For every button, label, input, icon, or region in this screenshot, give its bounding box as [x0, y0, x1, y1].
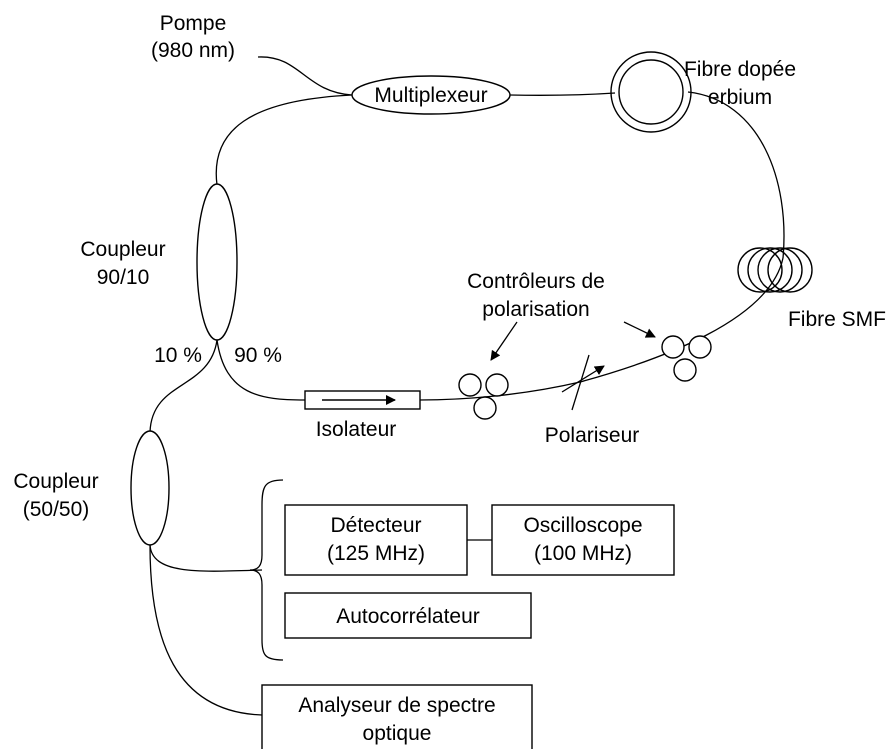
- detector-bandwidth-label: (125 MHz): [327, 542, 425, 565]
- erbium-fiber-label: Fibre dopée: [684, 58, 796, 81]
- detector-label: Détecteur: [330, 514, 421, 537]
- smf-fiber-label: Fibre SMF: [788, 308, 886, 331]
- coupler-90-10-label: Coupleur: [80, 238, 165, 261]
- autocorrelator-label: Autocorrélateur: [336, 605, 480, 628]
- controller-arrow-right: [623, 321, 656, 338]
- oscilloscope-label: Oscilloscope: [523, 514, 642, 537]
- ring-fiber-isolator-coupler: [216, 339, 306, 401]
- erbium-fiber-coil: [610, 51, 692, 133]
- coupler-90-10: [196, 183, 238, 341]
- fiber-to-spectrum-analyzer: [149, 544, 263, 716]
- fiber-to-instruments: [149, 544, 263, 572]
- multiplexer-label: Multiplexeur: [374, 84, 487, 107]
- oscilloscope-box: [491, 504, 675, 576]
- controller-arrow-left: [490, 321, 518, 361]
- smf-fiber-spool: [737, 247, 813, 293]
- pump-label: Pompe: [160, 12, 227, 35]
- spectrum-analyzer-label: Analyseur de spectre: [298, 694, 495, 717]
- polarizer: [561, 354, 605, 411]
- coupler-50-50: [130, 430, 170, 546]
- isolator: [304, 390, 421, 410]
- pump-fiber: [257, 56, 353, 96]
- isolator-label: Isolateur: [316, 418, 397, 441]
- detector-box: [284, 504, 468, 576]
- ring-fiber-erbium-smf: [687, 91, 785, 259]
- erbium-fiber-label-2: erbium: [708, 86, 772, 109]
- polarization-controller-2: [661, 335, 712, 382]
- autocorrelator-box: [284, 592, 532, 639]
- polarization-controller-1: [458, 373, 509, 420]
- ring-fiber-mux-coupler: [215, 94, 353, 186]
- fiber-lines: [149, 56, 785, 716]
- coupler-90-10-ratio-label: 90/10: [97, 266, 150, 289]
- instruments-bracket: [249, 479, 284, 661]
- ring-fiber-mux-erbium: [509, 92, 616, 96]
- multiplexer: [351, 75, 511, 115]
- spectrum-analyzer-label-2: optique: [363, 722, 432, 745]
- port-90-label: 90 %: [234, 344, 282, 367]
- pump-wavelength-label: (980 nm): [151, 39, 235, 62]
- oscilloscope-bandwidth-label: (100 MHz): [534, 542, 632, 565]
- polarizer-label: Polariseur: [545, 424, 640, 447]
- output-fiber-10pct: [149, 339, 218, 433]
- spectrum-analyzer-box: [261, 684, 533, 749]
- polarization-controllers-label: Contrôleurs de: [467, 270, 605, 293]
- ring-fiber-smf-isolator: [419, 257, 784, 401]
- port-10-label: 10 %: [154, 344, 202, 367]
- coupler-50-50-ratio-label: (50/50): [23, 498, 90, 521]
- coupler-50-50-label: Coupleur: [13, 470, 98, 493]
- polarization-controllers-label-2: polarisation: [482, 298, 589, 321]
